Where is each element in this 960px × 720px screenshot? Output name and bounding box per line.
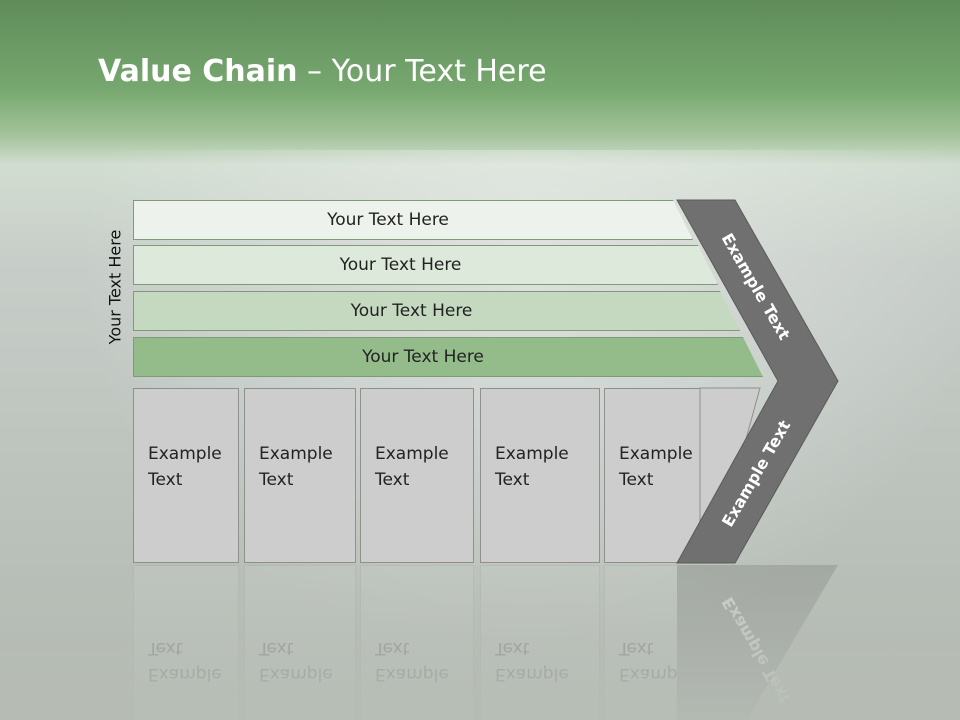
margin-chevron (676, 199, 839, 564)
box-label: Example Text (259, 444, 333, 490)
band-label: Your Text Here (362, 347, 484, 367)
box-label: Example Text (495, 444, 569, 490)
band-4: Your Text Here (133, 337, 763, 377)
activity-box-1: Example Text (133, 388, 239, 563)
band-2: Your Text Here (133, 245, 718, 285)
band-label: Your Text Here (350, 301, 473, 321)
band-3: Your Text Here (133, 291, 740, 331)
band-label: Your Text Here (327, 210, 449, 230)
band-label: Your Text Here (339, 255, 462, 275)
reflection-fade (0, 565, 960, 720)
activity-box-3: Example Text (360, 388, 474, 563)
box-label: Example Text (375, 444, 449, 490)
activity-box-5: Example Text (604, 388, 712, 563)
box-label: Example Text (148, 444, 222, 490)
activity-box-2: Example Text (244, 388, 356, 563)
page-title: Value Chain – Your Text Here (98, 54, 547, 89)
box-label: Example Text (619, 444, 693, 490)
title-bold: Value Chain (98, 54, 298, 89)
activity-box-4: Example Text (480, 388, 600, 563)
title-rest: – Your Text Here (297, 54, 547, 89)
